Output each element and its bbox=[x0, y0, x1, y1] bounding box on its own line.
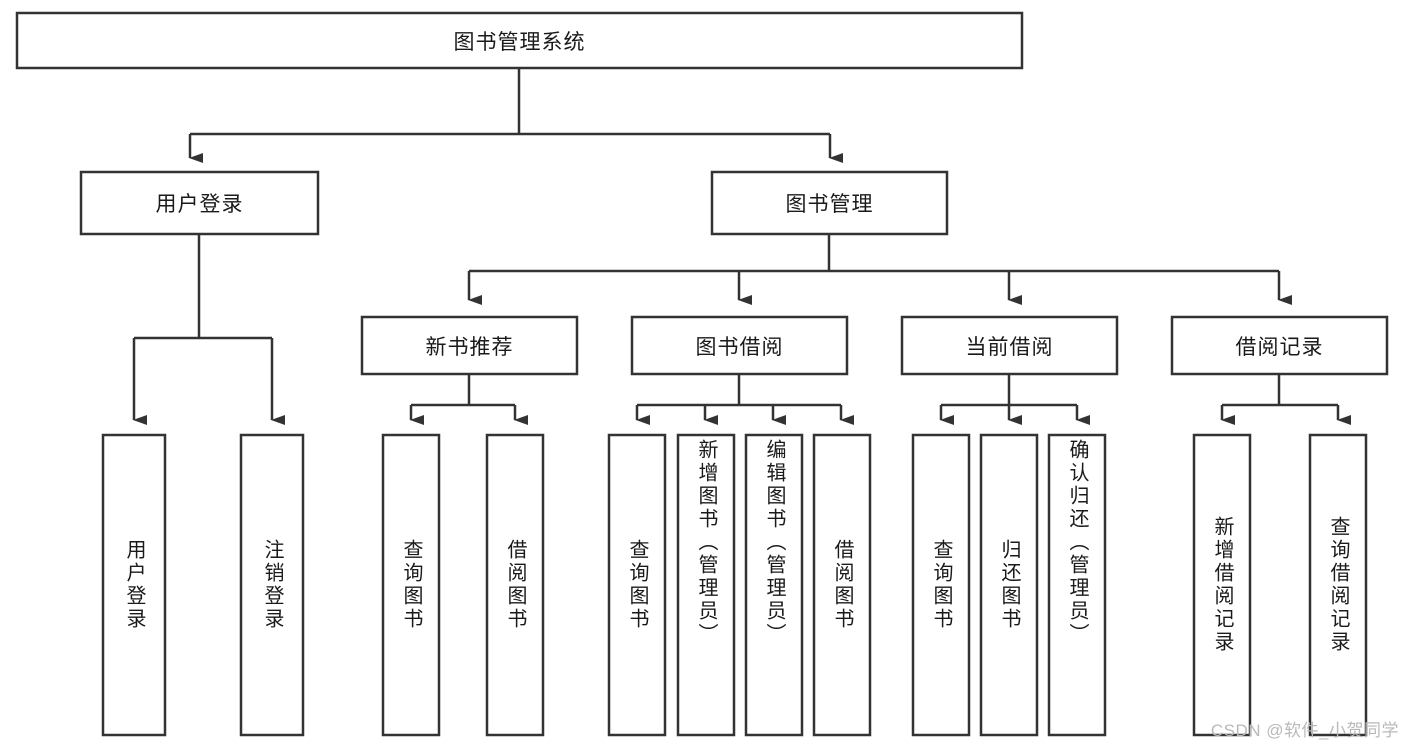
node-user-login[interactable]: 用户登录 bbox=[79, 170, 320, 236]
leaf-edit-book-box[interactable] bbox=[744, 433, 804, 737]
node-current-borrow[interactable]: 当前借阅 bbox=[900, 315, 1119, 376]
node-root-box[interactable] bbox=[15, 11, 1024, 70]
leaf-query-book-1[interactable]: 查询图书 bbox=[381, 433, 441, 737]
leaf-borrow-book-2[interactable]: 借阅图书 bbox=[812, 433, 872, 737]
leaf-confirm-return-box[interactable] bbox=[1047, 433, 1107, 737]
node-book-manage[interactable]: 图书管理 bbox=[710, 170, 949, 236]
node-current-borrow-label: 当前借阅 bbox=[965, 335, 1054, 359]
leaf-confirm-return[interactable]: 确认归还（管理员） bbox=[1047, 433, 1107, 737]
leaf-logout-label: 注销登录 bbox=[261, 539, 283, 631]
leaf-add-book-box[interactable] bbox=[676, 433, 736, 737]
node-book-manage-box[interactable] bbox=[710, 170, 949, 236]
node-new-book-recommend[interactable]: 新书推荐 bbox=[360, 315, 579, 376]
node-borrow-record[interactable]: 借阅记录 bbox=[1170, 315, 1389, 376]
leaf-user-login-box[interactable] bbox=[101, 433, 167, 737]
leaf-query-book-2-box[interactable] bbox=[607, 433, 667, 737]
leaf-logout[interactable]: 注销登录 bbox=[239, 433, 305, 737]
node-root-label: 图书管理系统 bbox=[453, 30, 586, 54]
connector-layer bbox=[132, 68, 1351, 425]
leaf-add-book-label: 新增图书（管理员） bbox=[695, 439, 717, 646]
leaf-add-record-box[interactable] bbox=[1192, 433, 1252, 737]
leaf-edit-book[interactable]: 编辑图书（管理员） bbox=[744, 433, 804, 737]
leaf-query-book-1-box[interactable] bbox=[381, 433, 441, 737]
leaf-query-book-3-box[interactable] bbox=[911, 433, 971, 737]
node-new-book-recommend-box[interactable] bbox=[360, 315, 579, 376]
leaf-logout-box[interactable] bbox=[239, 433, 305, 737]
leaf-query-record-label: 查询借阅记录 bbox=[1327, 516, 1349, 654]
leaf-borrow-book-1-box[interactable] bbox=[485, 433, 545, 737]
leaf-user-login[interactable]: 用户登录 bbox=[101, 433, 167, 737]
leaf-query-book-2[interactable]: 查询图书 bbox=[607, 433, 667, 737]
leaf-query-book-3[interactable]: 查询图书 bbox=[911, 433, 971, 737]
node-borrow-record-box[interactable] bbox=[1170, 315, 1389, 376]
leaf-query-book-3-label: 查询图书 bbox=[930, 539, 952, 631]
leaf-borrow-book-1-label: 借阅图书 bbox=[504, 539, 526, 631]
leaf-return-book-box[interactable] bbox=[979, 433, 1039, 737]
leaf-query-book-1-label: 查询图书 bbox=[400, 539, 422, 631]
leaf-return-book[interactable]: 归还图书 bbox=[979, 433, 1039, 737]
leaf-add-record-label: 新增借阅记录 bbox=[1211, 516, 1233, 654]
leaf-query-record-box[interactable] bbox=[1308, 433, 1368, 737]
node-book-manage-label: 图书管理 bbox=[785, 193, 874, 216]
leaf-edit-book-label: 编辑图书（管理员） bbox=[763, 439, 785, 646]
node-current-borrow-box[interactable] bbox=[900, 315, 1119, 376]
node-book-borrow-box[interactable] bbox=[630, 315, 849, 376]
leaf-add-record[interactable]: 新增借阅记录 bbox=[1192, 433, 1252, 737]
node-book-borrow[interactable]: 图书借阅 bbox=[630, 315, 849, 376]
node-new-book-recommend-label: 新书推荐 bbox=[425, 335, 514, 359]
leaf-user-login-label: 用户登录 bbox=[123, 539, 145, 631]
node-borrow-record-label: 借阅记录 bbox=[1235, 335, 1324, 359]
node-user-login-box[interactable] bbox=[79, 170, 320, 236]
leaf-add-book[interactable]: 新增图书（管理员） bbox=[676, 433, 736, 737]
node-root[interactable]: 图书管理系统 bbox=[15, 11, 1024, 70]
leaf-borrow-book-2-label: 借阅图书 bbox=[831, 539, 853, 631]
leaf-confirm-return-label: 确认归还（管理员） bbox=[1066, 439, 1088, 646]
leaf-query-book-2-label: 查询图书 bbox=[626, 539, 648, 631]
node-user-login-label: 用户登录 bbox=[155, 193, 244, 216]
leaf-borrow-book-1[interactable]: 借阅图书 bbox=[485, 433, 545, 737]
node-book-borrow-label: 图书借阅 bbox=[695, 335, 784, 359]
leaf-borrow-book-2-box[interactable] bbox=[812, 433, 872, 737]
leaf-query-record[interactable]: 查询借阅记录 bbox=[1308, 433, 1368, 737]
leaf-return-book-label: 归还图书 bbox=[998, 539, 1020, 631]
